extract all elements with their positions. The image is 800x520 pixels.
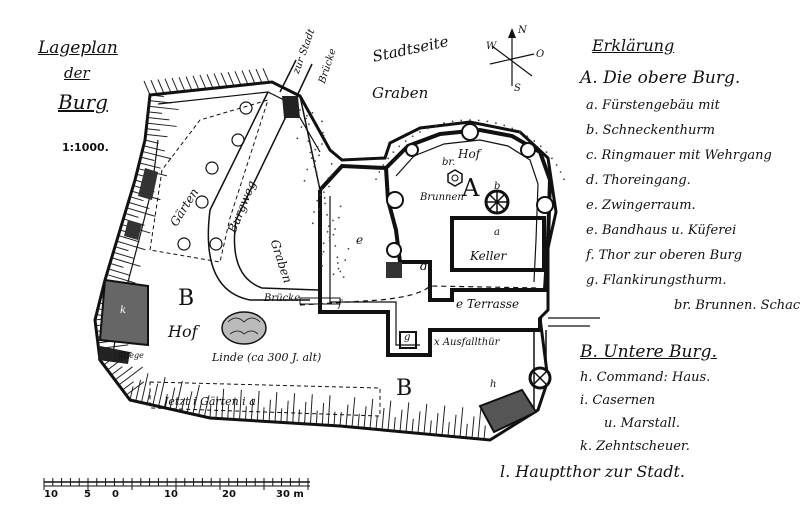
compass-o: O [536, 49, 545, 60]
legend-item-b: k. Zehntscheuer. [580, 439, 690, 454]
terrace-wall [318, 163, 542, 357]
plan-title-line1: Lageplan [38, 38, 118, 58]
label-keller: Keller [470, 249, 507, 263]
scale-tick-label: 5 [84, 489, 91, 500]
label-linde: Linde (ca 300 J. alt) [212, 351, 322, 364]
legend-item-b: u. Marstall. [604, 416, 681, 431]
label-k: k [120, 305, 127, 316]
scale-ratio: 1:1000. [62, 141, 109, 154]
legend-item-a: d. Thoreingang. [586, 173, 691, 188]
garden-area-left [149, 99, 269, 263]
label-ausfallthuer: x Ausfallthür [434, 337, 500, 348]
legend-item-b: i. Casernen [580, 393, 656, 408]
label-h: h [490, 379, 497, 390]
garden-shrubs [177, 101, 253, 251]
label-g: g [404, 332, 411, 343]
slope-hachures [94, 68, 486, 440]
legend-section-a: A. Die obere Burg. [580, 68, 741, 88]
label-upper-castle-a: A [462, 174, 480, 202]
stair-tower-b [484, 189, 510, 215]
label-hof-b: Hof [168, 322, 198, 341]
plan-title-line2: der [64, 64, 90, 82]
legend-item-a: f. Thor zur oberen Burg [586, 248, 743, 263]
scale-tick-label: 30 m [276, 489, 304, 500]
keller-building [450, 216, 546, 272]
legend-item-a: br. Brunnen. Schacht [674, 298, 800, 313]
legend-item-a: e. Zwingerraum. [586, 198, 696, 213]
legend-item-b: h. Command: Haus. [580, 370, 711, 385]
label-e1: e [356, 233, 364, 247]
label-b-tower: b [494, 181, 501, 192]
scale-tick-label: 20 [222, 489, 236, 500]
label-br: br. [442, 157, 456, 168]
building-k-left [98, 278, 149, 347]
label-lower-castle-b-bottom: B [396, 376, 413, 401]
label-brunnen: Brunnen [420, 192, 464, 203]
linden-tree [221, 311, 267, 345]
label-bruecke-mid: Brücke [264, 293, 301, 304]
label-graben-top: Graben [372, 84, 429, 102]
label-d: d [420, 259, 428, 273]
label-stiege: Stiege [118, 351, 144, 360]
legend-heading: Erklärung [592, 36, 675, 55]
gate-d [386, 262, 402, 278]
legend-item-a: g. Flankirungsthurm. [586, 273, 727, 288]
ring-wall-towers [386, 123, 554, 258]
well-brunnen [447, 169, 463, 187]
scale-bar [43, 478, 310, 490]
label-gaerten-bottom: Jetzt i Gärten i a [164, 395, 256, 408]
label-terrasse: e Terrasse [456, 297, 520, 311]
label-lower-castle-b-left: B [178, 286, 195, 311]
compass-s: S [514, 83, 521, 94]
label-f: f [338, 299, 342, 310]
legend-item-a: e. Bandhaus u. Küferei [586, 223, 737, 238]
building-k-right [478, 388, 538, 434]
scale-tick-label: 10 [164, 489, 178, 500]
legend-section-b: B. Untere Burg. [580, 342, 717, 362]
legend-item-a: c. Ringmauer mit Wehrgang [586, 148, 772, 163]
plan-title-line3: Burg [58, 90, 108, 114]
label-keller-a: a [494, 227, 500, 238]
legend-item-a: b. Schneckenthurm [586, 123, 715, 138]
compass-n: N [518, 25, 527, 36]
legend-item-b: l. Hauptthor zur Stadt. [500, 462, 686, 481]
label-hof-a: Hof [458, 147, 481, 161]
scale-tick-label: 10 [44, 489, 58, 500]
burgweg-path [207, 91, 310, 301]
compass-w: W [486, 41, 497, 52]
scale-tick-label: 0 [112, 489, 119, 500]
legend-item-a: a. Fürstengebäu mit [586, 98, 720, 113]
outer-curtain-wall [93, 80, 558, 442]
compass-rose-icon [489, 28, 535, 86]
